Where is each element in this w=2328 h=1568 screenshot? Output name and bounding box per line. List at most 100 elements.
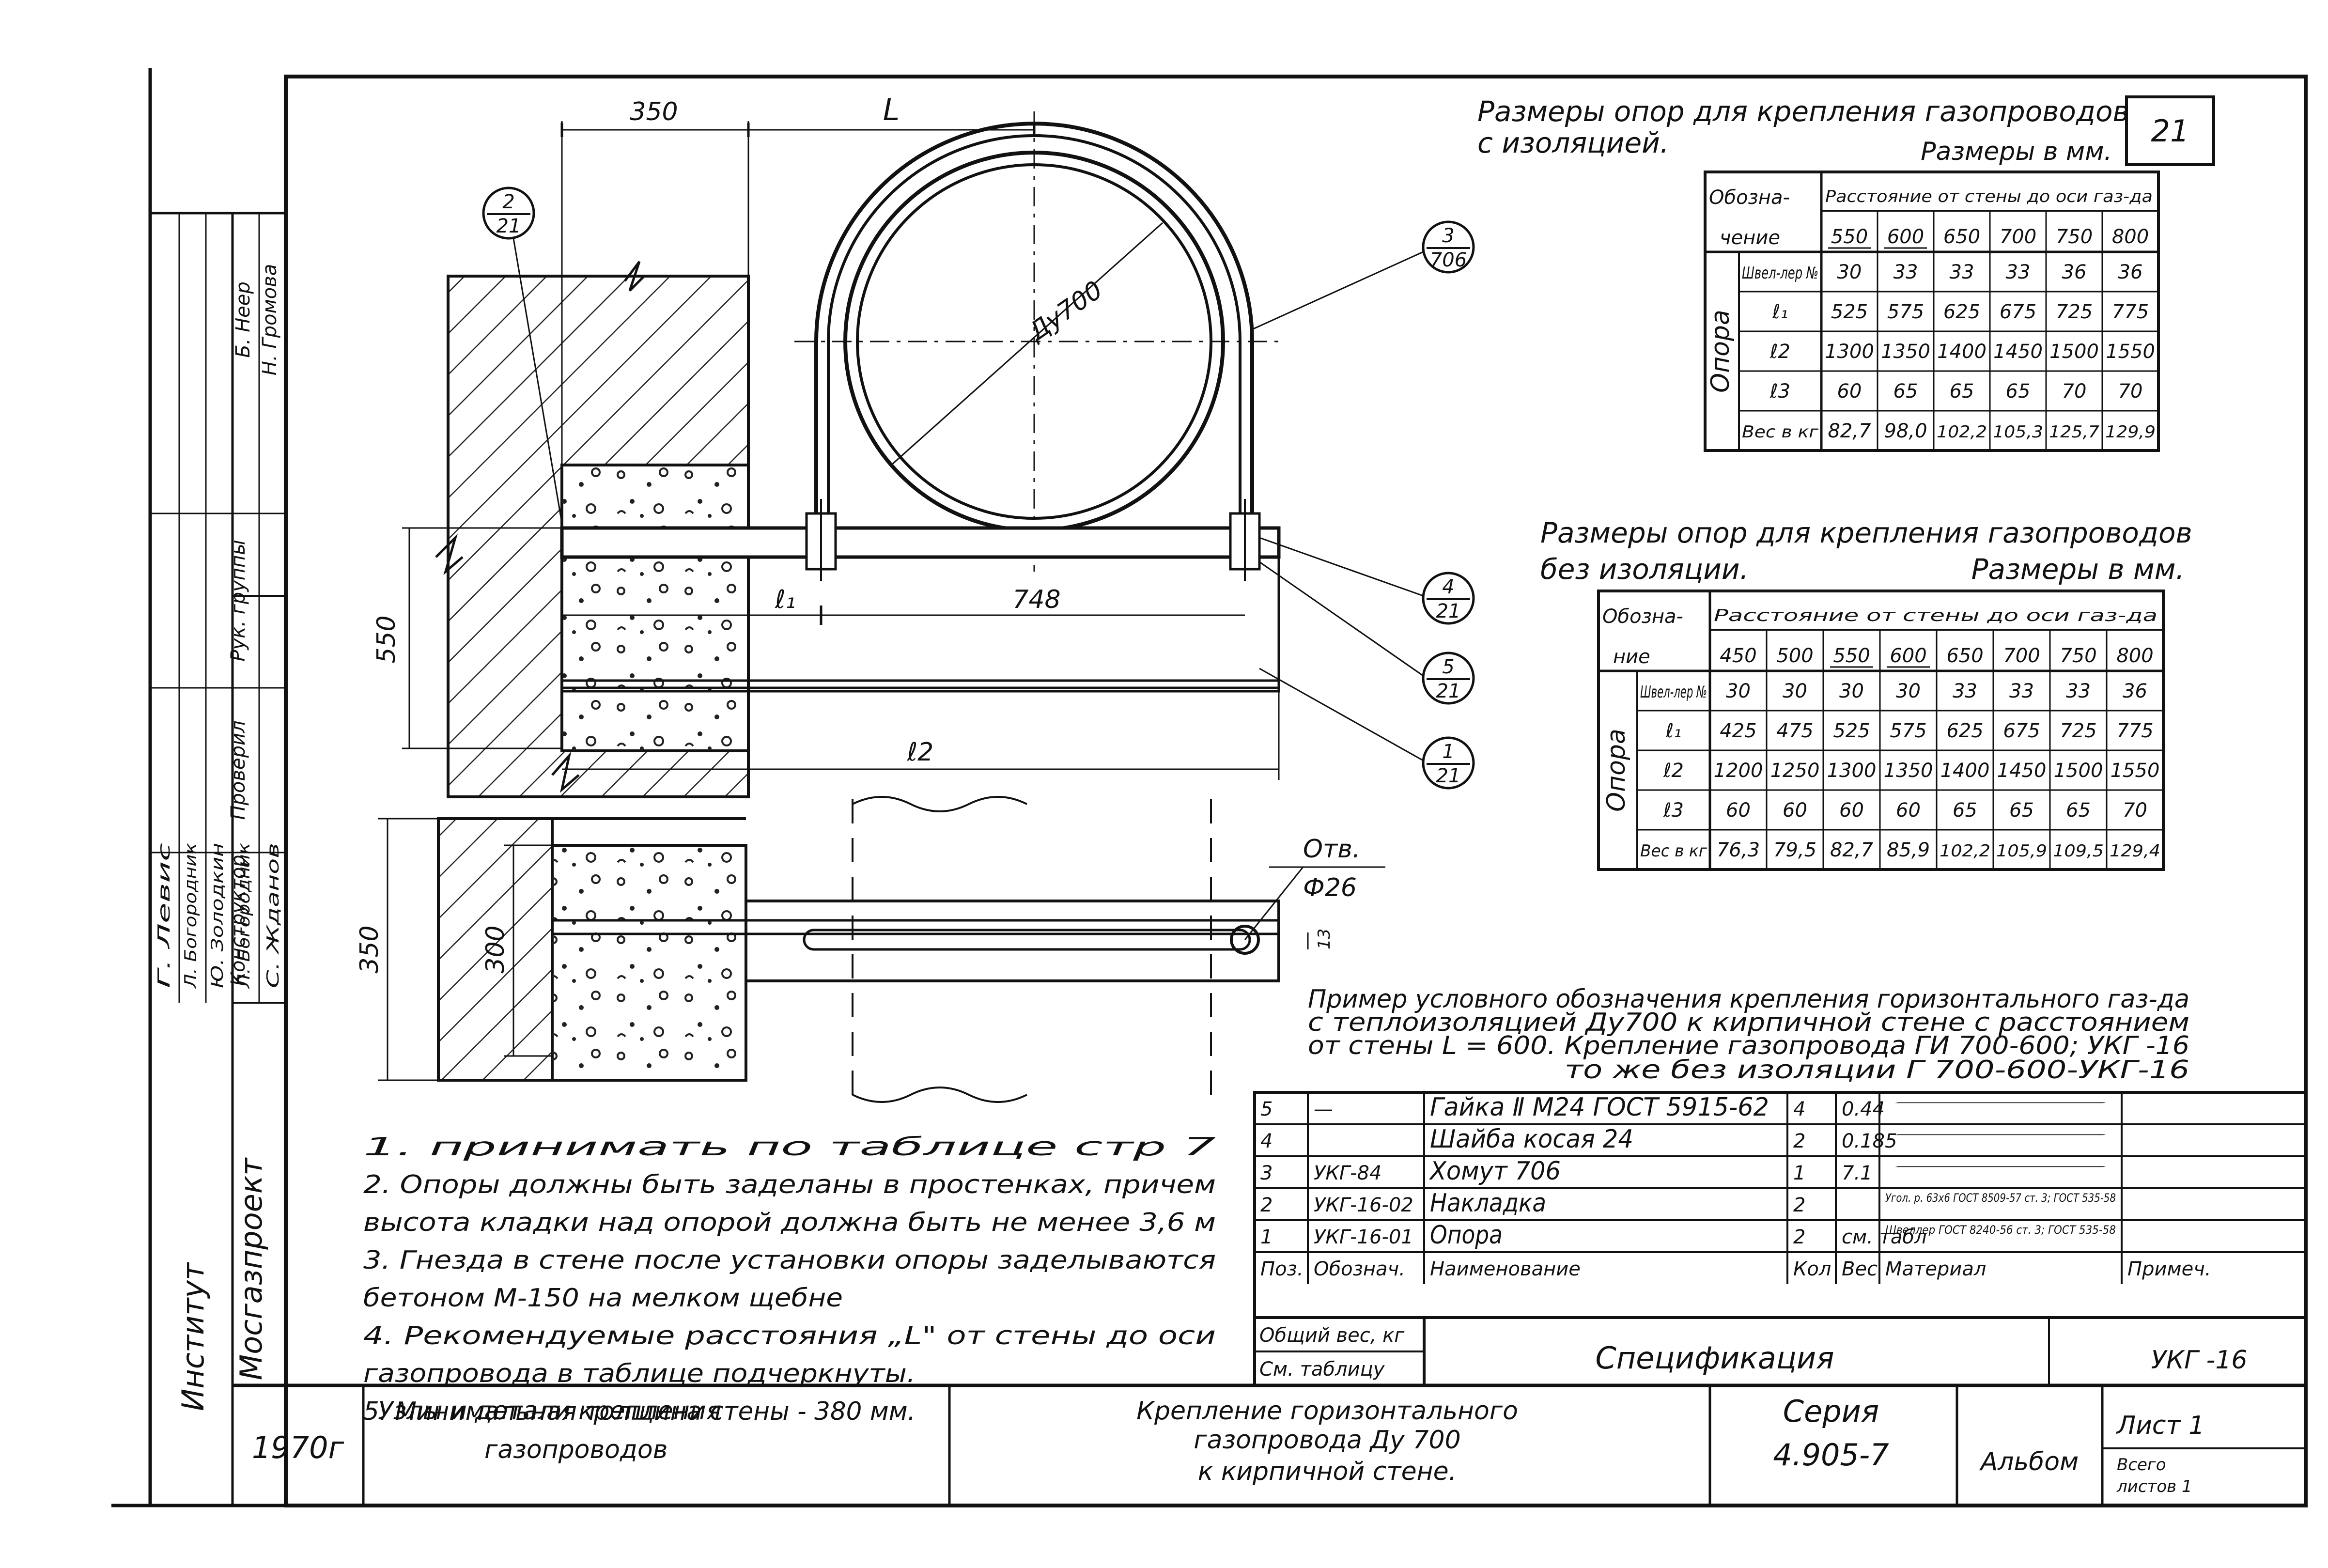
row-label-2: ℓ2 — [1769, 341, 1790, 363]
sheet-number-box: 21 — [2125, 95, 2215, 166]
cell-0-1: 33 — [1893, 261, 1918, 283]
example-line-2: с теплоизоляцией Ду700 к кирпичной стене… — [1308, 1008, 2189, 1037]
sheet-frame — [111, 68, 2308, 1507]
side-name-4: С. Жданов — [264, 843, 283, 988]
note-line-3: высота кладки над опорой должна быть не … — [363, 1208, 1216, 1237]
series-number: 4.905-7 — [1773, 1437, 1889, 1473]
spec-cell-3-5: Угол. р. 63х6 ГОСТ 8509-57 ст. 3; ГОСТ 5… — [1885, 1191, 2116, 1205]
drawing-title-line3: к кирпичной стене. — [1198, 1457, 1457, 1486]
dimensions-plan: 350 L 550 ℓ₁ 748 ℓ2 — [372, 92, 1280, 780]
spec-cell-1-0: 4 — [1260, 1130, 1273, 1152]
spec-cell-0-2: Гайка Ⅱ М24 ГОСТ 5915-62 — [1430, 1093, 1769, 1122]
spec-cell-5-4: Вес — [1842, 1258, 1878, 1280]
distance-650: 650 — [1946, 645, 1983, 667]
cell-2-7: 1550 — [2111, 760, 2160, 782]
row-label-0: Швел-лер № — [1640, 683, 1707, 702]
cell-1-0: 425 — [1720, 720, 1756, 742]
cell-4-0: 76,3 — [1717, 839, 1760, 861]
callout-3-706: 3 706 — [1252, 220, 1475, 330]
note-line-5: бетоном М-150 на мелком щебне — [363, 1284, 843, 1313]
table2-units: Размеры в мм. — [1971, 553, 2185, 586]
cell-3-4: 70 — [2062, 380, 2087, 403]
cell-1-1: 575 — [1887, 301, 1924, 323]
svg-text:706: 706 — [1430, 249, 1467, 271]
side-approver-1: Н. Громова — [259, 264, 281, 375]
table2-title-line1: Размеры опор для крепления газопроводов — [1540, 516, 2192, 549]
table-group-label: Опора — [1602, 729, 1631, 812]
general-notes: 1. принимать по таблице стр 72. Опоры до… — [363, 1133, 1216, 1426]
svg-text:21: 21 — [1436, 600, 1461, 622]
spec-cell-1-3: 2 — [1793, 1130, 1805, 1152]
cell-1-3: 675 — [2000, 301, 2036, 323]
table1-title-line1: Размеры опор для крепления газопроводов — [1477, 95, 2129, 128]
side-role-2: Конструктор — [227, 855, 249, 986]
cell-0-7: 36 — [2123, 680, 2147, 702]
sheets-total-line2: листов 1 — [2116, 1477, 2192, 1496]
row-label-3: ℓ3 — [1769, 380, 1790, 403]
drawing-title-line1: Крепление горизонтального — [1136, 1397, 1518, 1426]
distance-550: 550 — [1833, 645, 1870, 667]
side-name-2: Ю. Золодкин — [208, 843, 227, 988]
note-line-1: 1. принимать по таблице стр 7 — [363, 1133, 1216, 1162]
note-line-4: 3. Гнезда в стене после установки опоры … — [363, 1246, 1216, 1275]
spec-cell-5-0: Поз. — [1260, 1258, 1304, 1280]
spec-cell-5-1: Обознач. — [1314, 1258, 1405, 1280]
pipe-dn-label: Ду700 — [1023, 276, 1108, 347]
cell-4-1: 79,5 — [1773, 839, 1816, 861]
institute-name: Мосгазпроект — [233, 1157, 269, 1380]
distance-650: 650 — [1943, 226, 1980, 248]
see-table-label: См. таблицу — [1259, 1358, 1385, 1381]
cell-3-5: 65 — [2009, 799, 2034, 822]
row-label-2: ℓ2 — [1663, 760, 1684, 782]
cell-1-4: 725 — [2056, 301, 2093, 323]
distance-750: 750 — [2056, 226, 2093, 248]
row-label-1: ℓ₁ — [1665, 720, 1682, 742]
spec-cell-1-4: 0.185 — [1842, 1130, 1897, 1152]
channel-support — [560, 499, 1281, 693]
sheets-total-line1: Всего — [2117, 1455, 2166, 1475]
note-line-6: 4. Рекомендуемые расстояния „L" от стены… — [363, 1321, 1216, 1351]
cell-4-4: 125,7 — [2049, 422, 2099, 442]
spec-cell-5-5: Материал — [1885, 1258, 1986, 1280]
hole-label: Отв. — [1303, 835, 1360, 864]
svg-text:3: 3 — [1442, 225, 1454, 247]
callout-2-21: 2 21 — [482, 186, 563, 524]
distance-800: 800 — [2112, 226, 2149, 248]
series-label: Серия — [1783, 1394, 1879, 1429]
cell-4-3: 85,9 — [1887, 839, 1930, 861]
table-group-label: Опора — [1706, 310, 1735, 393]
cell-3-1: 60 — [1783, 799, 1807, 822]
table2-title-line2: без изоляции. — [1540, 553, 1749, 586]
side-name-0: Г. Левис — [155, 842, 174, 988]
cell-2-0: 1200 — [1714, 760, 1763, 782]
cell-3-7: 70 — [2123, 799, 2147, 822]
dim-350-top: 350 — [630, 97, 678, 126]
cell-1-7: 775 — [2116, 720, 2153, 742]
cell-0-1: 30 — [1783, 680, 1807, 702]
note-line-8: 5. Минимальная толщина стены - 380 мм. — [363, 1397, 916, 1426]
table-head-distance: Расстояние от стены до оси газ-да — [1825, 187, 2153, 206]
svg-text:21: 21 — [1436, 765, 1461, 787]
cell-4-4: 102,2 — [1940, 841, 1990, 861]
spec-cell-0-5: — — [1885, 1095, 2116, 1109]
table1-units: Размеры в мм. — [1921, 137, 2112, 166]
pipe-clamp: Ду700 — [794, 111, 1279, 572]
cell-3-0: 60 — [1837, 380, 1862, 403]
cell-3-2: 65 — [1950, 380, 1974, 403]
row-label-3: ℓ3 — [1663, 799, 1684, 822]
side-approver-0: Б. Неер — [232, 281, 254, 358]
spec-cell-4-4: см. табл — [1842, 1226, 1927, 1248]
table-head-designation-2: чение — [1720, 227, 1780, 249]
svg-text:21: 21 — [1436, 680, 1461, 702]
cell-4-2: 102,2 — [1937, 422, 1987, 442]
spec-cell-2-5: — — [1885, 1159, 2116, 1173]
table-with-insulation: Размеры опор для крепления газопроводов … — [1477, 95, 2160, 452]
cell-2-3: 1350 — [1884, 760, 1933, 782]
distance-550: 550 — [1831, 226, 1868, 248]
distance-700: 700 — [2000, 226, 2036, 248]
dim-748: 748 — [1012, 585, 1060, 614]
